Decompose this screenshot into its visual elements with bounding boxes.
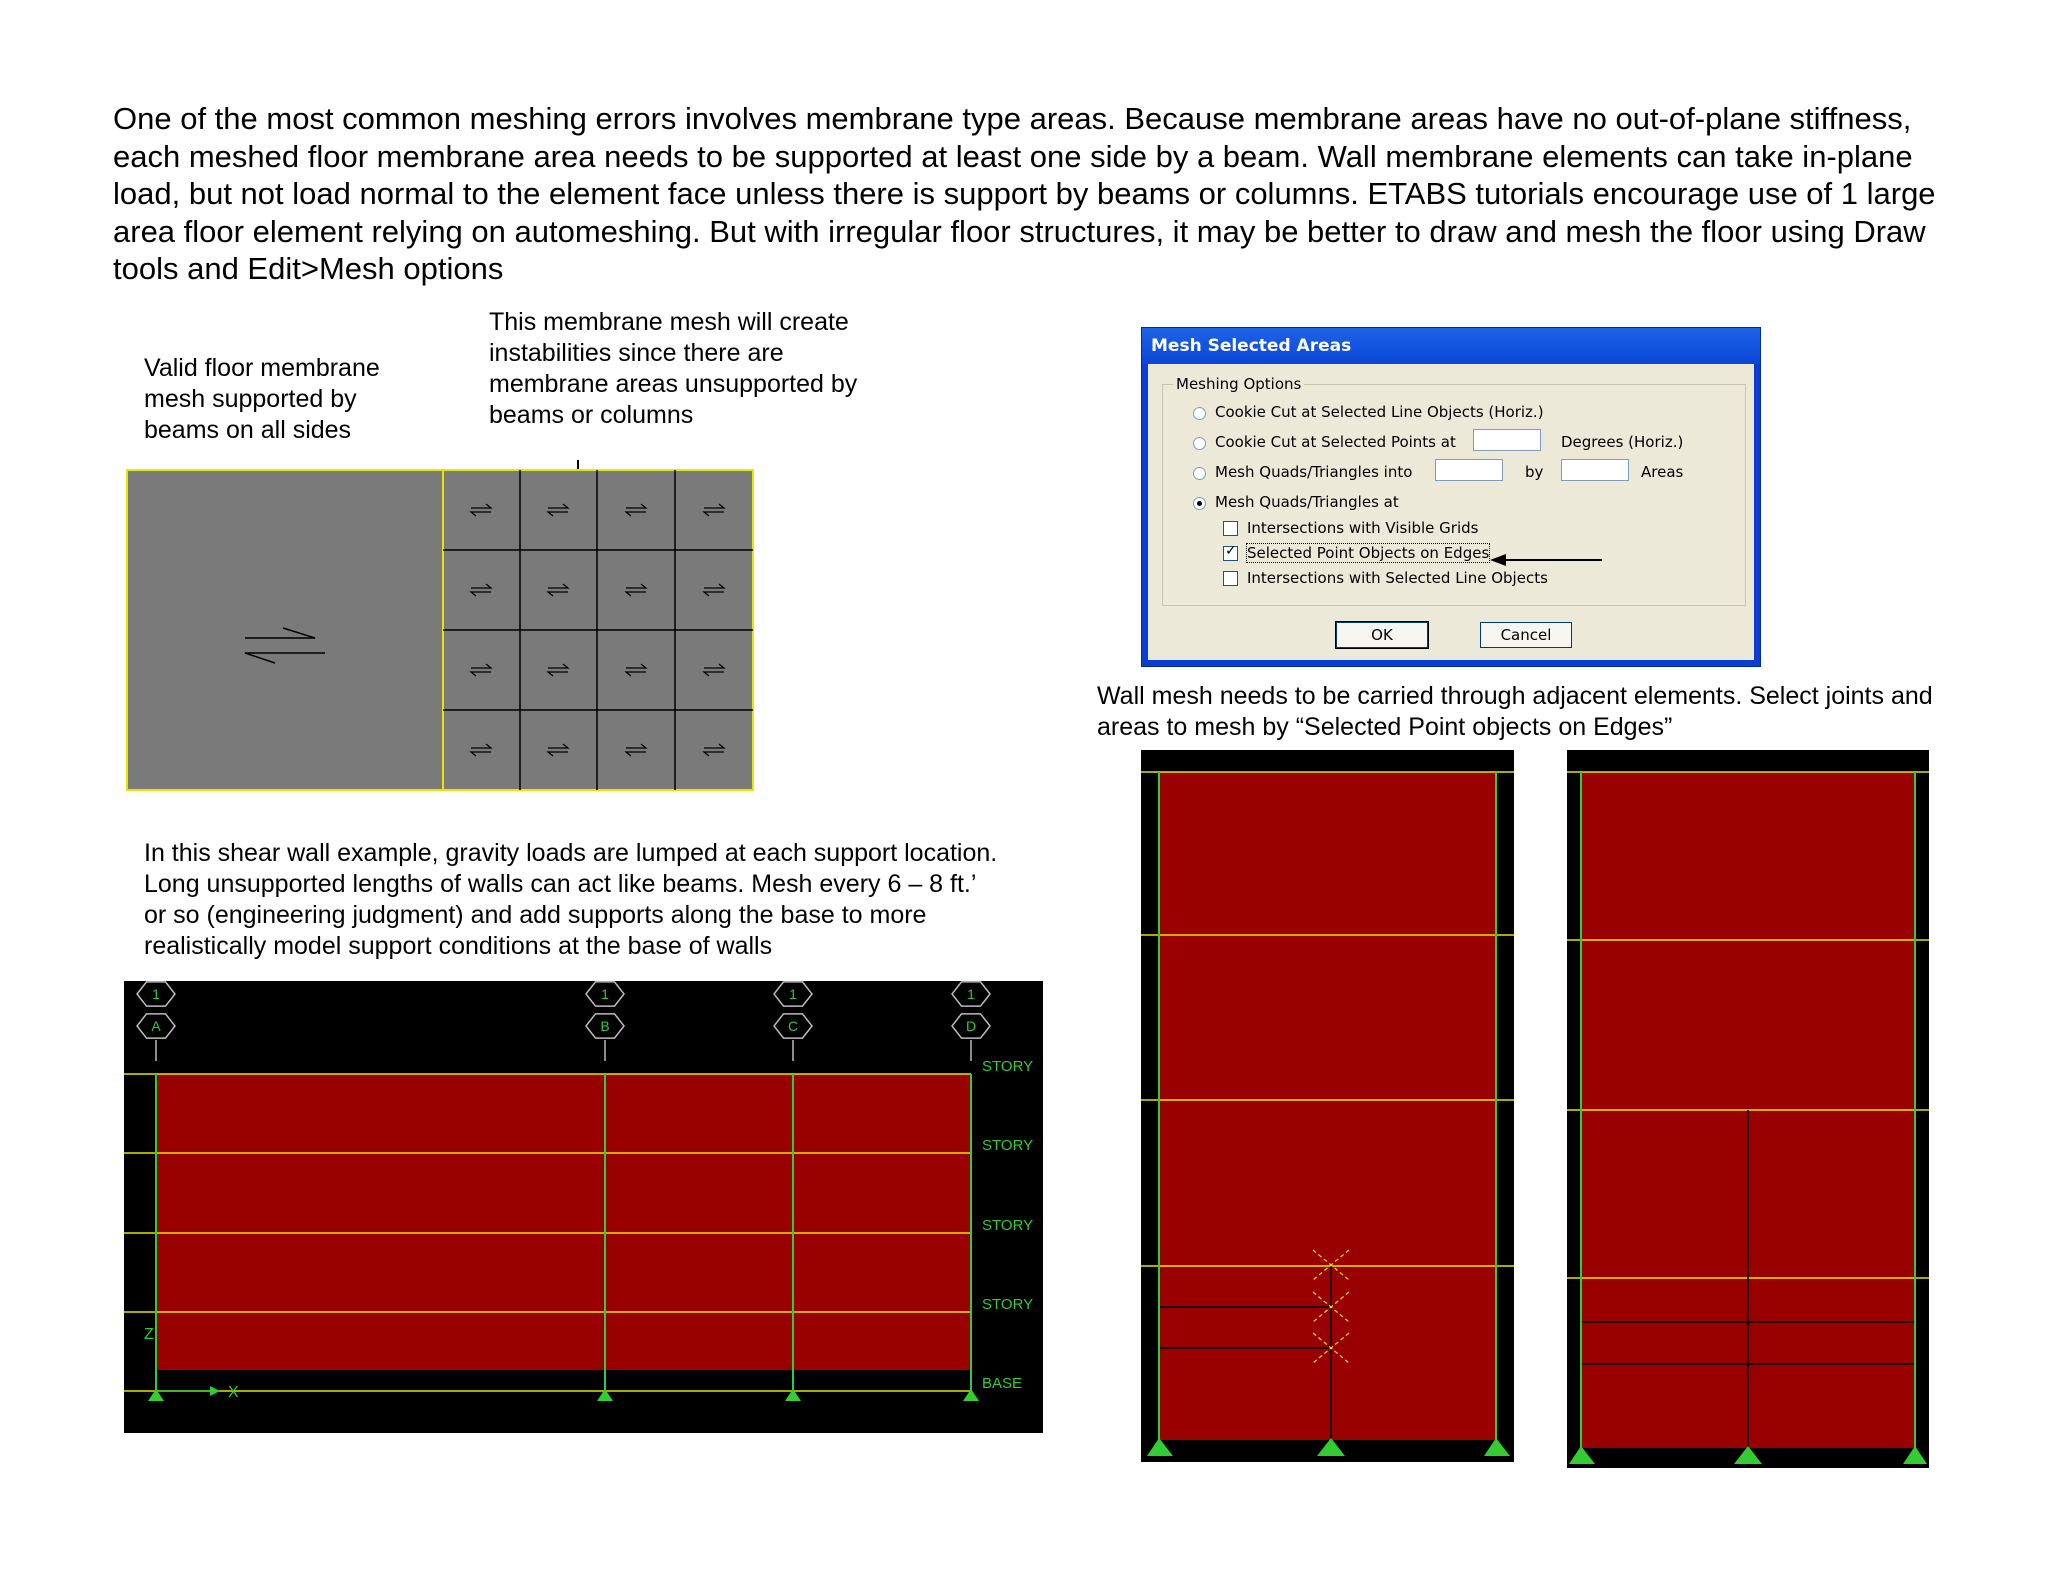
checkbox-selected-points[interactable]: ✓ — [1223, 543, 1238, 561]
story-label: STORY — [982, 1137, 1033, 1154]
grid-bubble-letter: D — [966, 1018, 976, 1034]
dialog-body: Meshing Options Cookie Cut at Selected L… — [1148, 364, 1754, 660]
label-degrees: Degrees (Horiz.) — [1561, 433, 1684, 451]
pointer-arrow — [1490, 554, 1602, 566]
grid-bubble-number: 1 — [789, 986, 797, 1002]
checkbox-visible-grids[interactable] — [1223, 521, 1238, 536]
label-mesh-into: Mesh Quads/Triangles into — [1215, 463, 1413, 481]
wall-mesh-view-right — [1567, 750, 1929, 1468]
axis-z-label: Z — [144, 1326, 154, 1343]
story-label: STORY — [982, 1217, 1033, 1234]
degrees-input[interactable] — [1473, 429, 1541, 451]
shear-wall-elevation: 1A 1B 1C 1D STORY STORY STORY STORY BASE X Z — [124, 981, 1043, 1433]
grid-bubble-number: 1 — [152, 986, 160, 1002]
meshing-options-group: Meshing Options Cookie Cut at Selected L… — [1162, 375, 1746, 606]
caption-unstable-mesh: This membrane mesh will create instabili… — [489, 308, 858, 429]
caption-shear-wall: In this shear wall example, gravity load… — [144, 839, 998, 960]
label-cookie-points: Cookie Cut at Selected Points at — [1215, 433, 1456, 451]
checkbox-selected-lines[interactable] — [1223, 571, 1238, 586]
label-mesh-at: Mesh Quads/Triangles at — [1215, 493, 1399, 511]
label-areas: Areas — [1641, 463, 1684, 481]
caption-valid-floor: Valid floor membrane mesh supported by b… — [144, 354, 380, 444]
dialog-title: Mesh Selected Areas — [1142, 328, 1760, 364]
label-selected-points: Selected Point Objects on Edges — [1245, 543, 1491, 563]
story-label: STORY — [982, 1058, 1033, 1075]
label-selected-lines: Intersections with Selected Line Objects — [1247, 569, 1548, 587]
grid-bubble-number: 1 — [967, 986, 975, 1002]
radio-cookie-lines[interactable] — [1193, 407, 1206, 420]
support-d — [963, 1389, 979, 1401]
floor-mesh-figure — [126, 460, 754, 791]
radio-mesh-at[interactable] — [1193, 497, 1206, 510]
wall-mesh-view-left — [1141, 750, 1514, 1462]
intro-paragraph: One of the most common meshing errors in… — [113, 101, 1936, 287]
caption-wall-mesh: Wall mesh needs to be carried through ad… — [1097, 682, 1933, 741]
label-cookie-lines: Cookie Cut at Selected Line Objects (Hor… — [1215, 403, 1544, 421]
mesh-selected-areas-dialog: Mesh Selected Areas Meshing Options Cook… — [1141, 327, 1761, 667]
support-a — [148, 1389, 164, 1401]
valid-floor-panel — [126, 469, 444, 791]
grid-bubble-letter: A — [151, 1018, 161, 1034]
mesh-count-1-input[interactable] — [1435, 459, 1503, 481]
cancel-button[interactable]: Cancel — [1480, 622, 1572, 648]
label-by: by — [1525, 463, 1544, 481]
mesh-count-2-input[interactable] — [1561, 459, 1629, 481]
radio-mesh-into[interactable] — [1193, 467, 1206, 480]
grid-bubble-letter: C — [788, 1018, 798, 1034]
support-b — [597, 1389, 613, 1401]
check-mark-icon: ✓ — [1225, 543, 1237, 559]
radio-cookie-points[interactable] — [1193, 437, 1206, 450]
meshing-options-label: Meshing Options — [1173, 375, 1305, 393]
label-visible-grids: Intersections with Visible Grids — [1247, 519, 1479, 537]
support-c — [785, 1389, 801, 1401]
story-label: STORY — [982, 1296, 1033, 1313]
grid-bubble-letter: B — [600, 1018, 609, 1034]
axis-x-label: X — [228, 1384, 239, 1401]
story-label: BASE — [982, 1375, 1022, 1392]
ok-button[interactable]: OK — [1335, 621, 1429, 649]
grid-bubble-number: 1 — [601, 986, 609, 1002]
